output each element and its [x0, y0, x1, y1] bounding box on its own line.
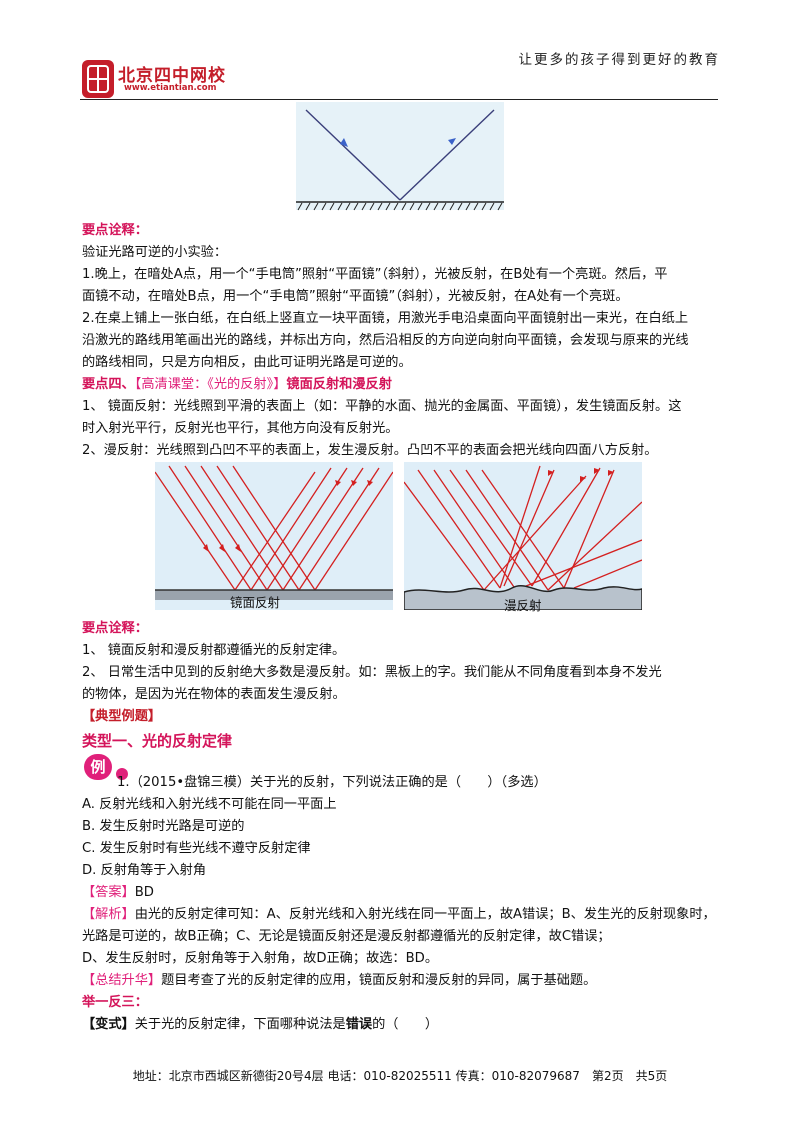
variant-text: 关于光的反射定律，下面哪种说法是: [134, 1017, 346, 1032]
type-title: 类型一、光的反射定律: [82, 732, 233, 750]
practice-title: 举一反三：: [82, 995, 148, 1010]
examples-title: 【典型例题】: [82, 709, 162, 724]
option-d: D. 反射角等于入射角: [82, 863, 207, 878]
variant-emphasis: 错误: [345, 1017, 373, 1032]
text-line: 沿激光的路线用笔画出光的路线，并标出方向，然后沿相反的方向逆向射向平面镜，会发现…: [82, 333, 689, 348]
analysis-line: 光路是可逆的，故B正确；C、无论是镜面反射还是漫反射都遵循光的反射定律，故C错误…: [82, 929, 611, 944]
logo-text: 北京四中网校: [118, 66, 226, 86]
analysis-row: 【解析】由光的反射定律可知：A、反射光线和入射光线在同一平面上，故A错误；B、发…: [82, 904, 716, 926]
logo-url: www.etiantian.com: [124, 83, 217, 93]
reflection-diagram: [296, 102, 504, 211]
option-a: A. 反射光线和入射光线不可能在同一平面上: [82, 797, 337, 812]
text-line: 时入射光平行，反射光也平行，其他方向没有反射光。: [82, 421, 399, 436]
variant-row: 【变式】关于光的反射定律，下面哪种说法是错误的（ ）: [82, 1014, 438, 1036]
question-text: 1.（2015•盘锦三模）关于光的反射，下列说法正确的是（ ）（多选）: [117, 775, 547, 790]
header-divider: [80, 99, 718, 100]
badge-dot-icon: [116, 768, 128, 780]
analysis-line: D、发生反射时，反射角等于入射角，故D正确；故选：BD。: [82, 951, 439, 966]
figure-label: 镜面反射: [230, 595, 281, 610]
slogan: 让更多的孩子得到更好的教育: [518, 52, 720, 68]
option-c: C. 发生反射时有些光线不遵守反射定律: [82, 841, 311, 856]
variant-suffix: 的（ ）: [372, 1017, 439, 1032]
text-line: 1、 镜面反射和漫反射都遵循光的反射定律。: [82, 643, 346, 658]
text-line: 2.在桌上铺上一张白纸，在白纸上竖直立一块平面镜，用激光手电沿桌面向平面镜射出一…: [82, 311, 689, 326]
option-b: B. 发生反射时光路是可逆的: [82, 819, 245, 834]
text-line: 1.晚上，在暗处A点，用一个“手电筒”照射“平面镜”（斜射），光被反射，在B处有…: [82, 267, 668, 282]
text-line: 2、漫反射：光线照到凸凹不平的表面上，发生漫反射。凸凹不平的表面会把光线向四面八…: [82, 443, 658, 458]
logo-icon: [82, 60, 114, 98]
heading-prefix: 要点四、: [82, 377, 135, 392]
summary-row: 【总结升华】题目考查了光的反射定律的应用，镜面反射和漫反射的异同，属于基础题。: [82, 970, 596, 992]
analysis-text: 由光的反射定律可知：A、反射光线和入射光线在同一平面上，故A错误；B、发生光的反…: [134, 907, 716, 922]
heading-suffix: 镜面反射和漫反射: [286, 377, 392, 392]
variant-label: 【变式】: [82, 1017, 135, 1032]
text-line: 1、 镜面反射：光线照到平滑的表面上（如：平静的水面、抛光的金属面、平面镜），发…: [82, 399, 682, 414]
answer-value: BD: [134, 885, 154, 900]
footer: 地址：北京市西城区新德街20号4层 电话：010-82025511 传真：010…: [132, 1069, 668, 1083]
text-line: 的路线相同，只是方向相反，由此可证明光路是可逆的。: [82, 355, 412, 370]
lecture-link[interactable]: 【高清课堂：《光的反射》】: [134, 377, 287, 392]
section-title: 要点诠释：: [82, 223, 148, 238]
text-line: 的物体，是因为光在物体的表面发生漫反射。: [82, 687, 346, 702]
summary-label: 【总结升华】: [82, 973, 162, 988]
example-badge-icon: 例: [84, 754, 112, 780]
diffuse-reflection-figure: [404, 462, 642, 610]
specular-reflection-figure: [155, 462, 393, 610]
section-title: 要点诠释：: [82, 621, 148, 636]
answer-row: 【答案】BD: [82, 882, 154, 904]
summary-text: 题目考查了光的反射定律的应用，镜面反射和漫反射的异同，属于基础题。: [161, 973, 597, 988]
answer-label: 【答案】: [82, 885, 135, 900]
text-line: 2、 日常生活中见到的反射绝大多数是漫反射。如：黑板上的字。我们能从不同角度看到…: [82, 665, 662, 680]
analysis-label: 【解析】: [82, 907, 135, 922]
section-heading: 要点四、【高清课堂：《光的反射》】镜面反射和漫反射: [82, 374, 392, 396]
figure-label: 漫反射: [504, 598, 542, 613]
text-line: 面镜不动，在暗处B点，用一个“手电筒”照射“平面镜”（斜射），光被反射，在A处有…: [82, 289, 629, 304]
text-line: 验证光路可逆的小实验：: [82, 245, 228, 260]
